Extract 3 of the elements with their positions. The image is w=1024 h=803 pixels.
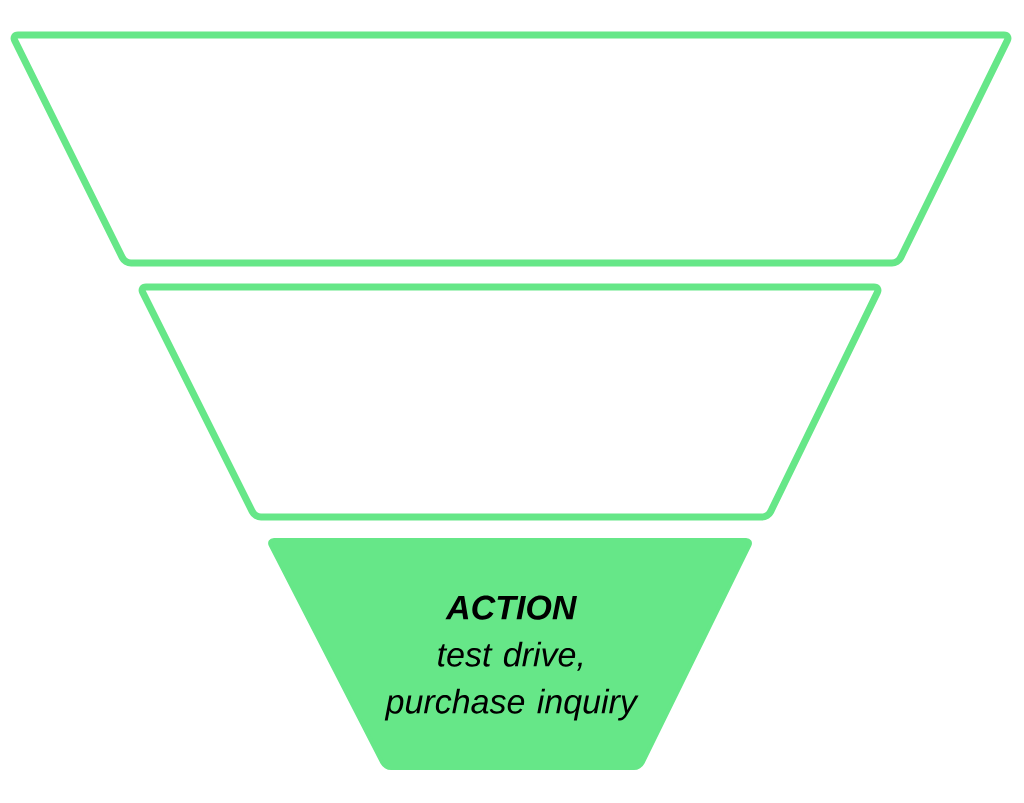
funnel-stage — [10, 31, 1012, 267]
funnel-stage — [138, 283, 882, 521]
funnel-stage: ACTION test drive, purchase inquiry — [268, 538, 752, 770]
